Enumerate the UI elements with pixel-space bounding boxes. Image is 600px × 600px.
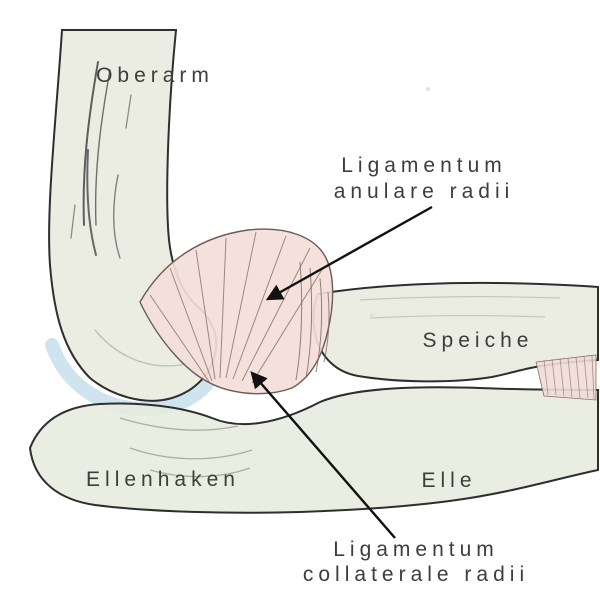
- label-lig-collaterale-2: collaterale radii: [303, 563, 529, 586]
- label-oberarm: Oberarm: [96, 64, 214, 87]
- humerus-sketch-lines: [70, 61, 191, 367]
- radius-sketch-lines: [359, 296, 561, 319]
- radius-bone: [312, 281, 599, 383]
- annular-ligament: [139, 228, 334, 395]
- label-ellenhaken: Ellenhaken: [86, 468, 240, 491]
- label-lig-collaterale-1: Ligamentum: [333, 538, 499, 561]
- collateral-ligament-hatch: [295, 261, 330, 381]
- ulna-bone: [28, 386, 599, 514]
- ulna-sketch-lines: [119, 417, 253, 478]
- label-lig-anulare-1: Ligamentum: [341, 154, 507, 177]
- distal-ligament-patch: [535, 354, 597, 401]
- label-speiche: Speiche: [423, 329, 534, 352]
- label-elle: Elle: [421, 469, 476, 492]
- label-lig-anulare-2: anulare radii: [334, 180, 515, 203]
- paper-speck: [426, 87, 430, 91]
- arrow-anulare: [265, 205, 433, 301]
- arrow-collaterale: [250, 371, 396, 539]
- paper-speck: [369, 313, 375, 319]
